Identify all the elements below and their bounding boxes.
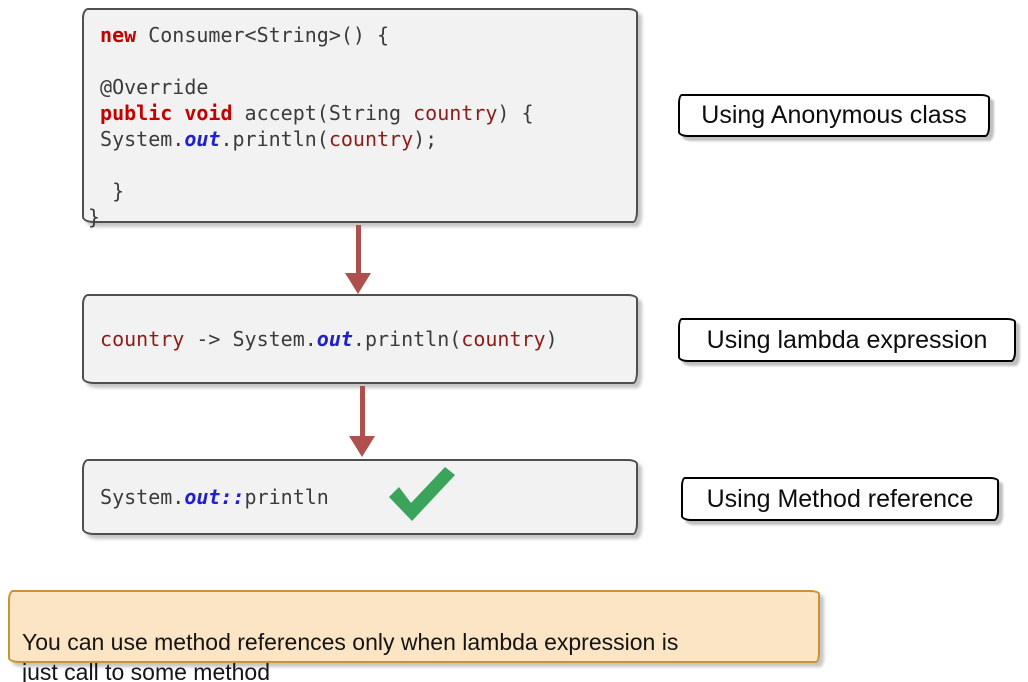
code-block-method-reference: System.out::println	[82, 459, 638, 535]
code-block-lambda-expression: country -> System.out.println(country)	[82, 294, 638, 384]
arrow-down-icon	[345, 225, 371, 294]
code-line: System.out::println	[88, 485, 329, 509]
code-line: }	[88, 205, 101, 229]
code-line: @Override	[88, 75, 209, 99]
code-line: country -> System.out.println(country)	[100, 327, 558, 351]
code-line	[88, 152, 630, 178]
code-block-anonymous-class: new Consumer<String>() { @Override publi…	[82, 8, 638, 229]
note-box: You can use method references only when …	[8, 590, 820, 682]
code-line: }	[88, 179, 125, 203]
code-line	[88, 48, 630, 74]
arrow-head	[345, 273, 371, 294]
code-line: new Consumer<String>() {	[100, 23, 390, 47]
note-text: You can use method references only when …	[22, 629, 679, 682]
label-text: Using lambda expression	[706, 325, 988, 354]
code-line: public void accept(String country) {	[100, 101, 534, 125]
arrow-shaft	[355, 225, 361, 273]
code-content: country -> System.out.println(country)	[88, 326, 558, 352]
arrow-head	[349, 436, 375, 457]
label-text: Using Anonymous class	[701, 101, 967, 129]
label-method-reference: Using Method reference	[681, 477, 999, 521]
label-text: Using Method reference	[706, 484, 974, 513]
code-line: System.out.println(country);	[88, 127, 438, 151]
green-check-icon	[388, 467, 455, 521]
arrow-down-icon	[349, 386, 375, 457]
label-lambda-expression: Using lambda expression	[678, 318, 1016, 362]
code-content: System.out::println	[88, 484, 329, 510]
arrow-shaft	[359, 386, 365, 436]
code-content: new Consumer<String>() { @Override publi…	[88, 22, 630, 230]
label-anonymous-class: Using Anonymous class	[678, 94, 990, 137]
